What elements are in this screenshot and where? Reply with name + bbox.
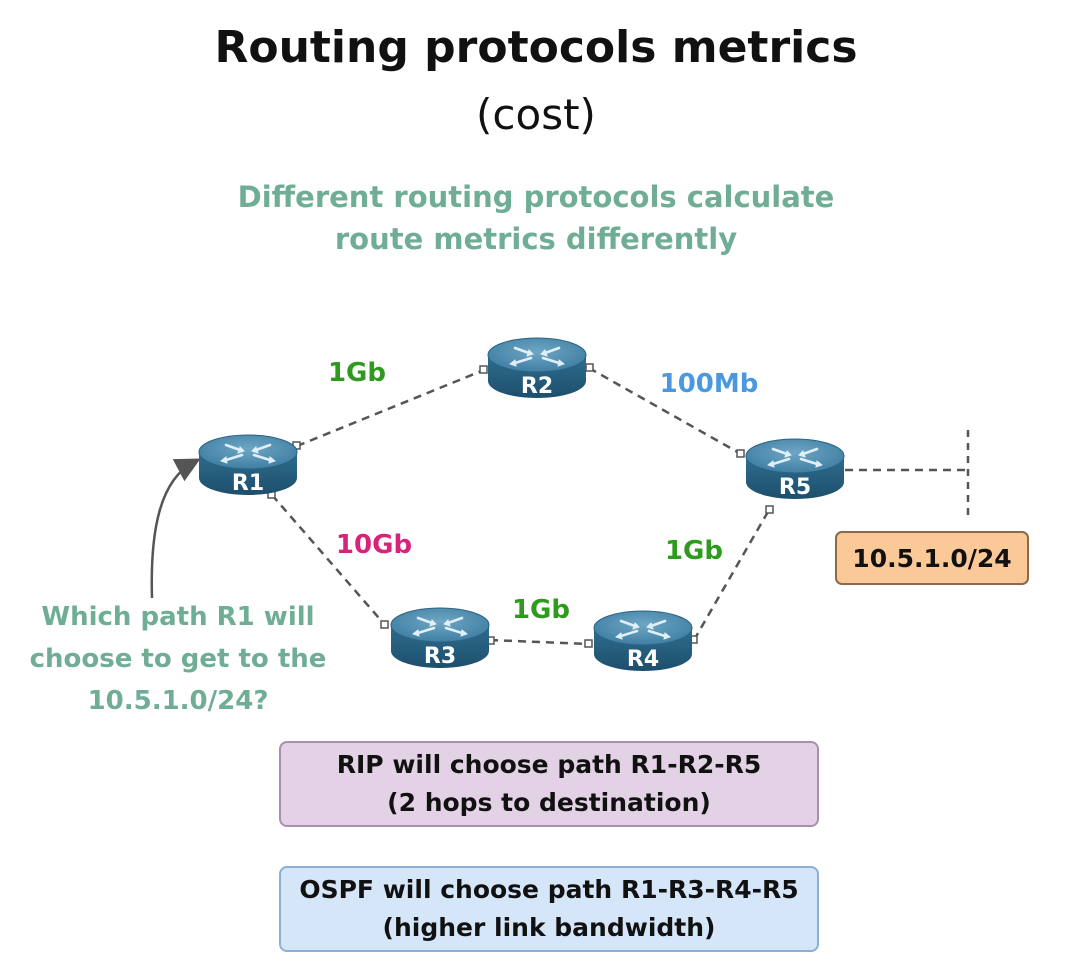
link-label-r1-r3: 10Gb <box>336 530 412 560</box>
page-subtitle: (cost) <box>476 90 596 139</box>
question-arrow <box>150 458 201 599</box>
link-label-r2-r5: 100Mb <box>660 369 759 399</box>
link-r2-r5 <box>588 366 742 456</box>
intro-line-2: route metrics differently <box>334 222 738 256</box>
ospf-line-2: (higher link bandwidth) <box>382 913 716 942</box>
interface-ports <box>267 363 774 648</box>
router-r4-label: R4 <box>627 647 659 672</box>
page-title: Routing protocols metrics <box>214 22 858 73</box>
router-r5-label: R5 <box>779 475 811 500</box>
link-r1-r3 <box>271 494 386 626</box>
rip-answer-box: RIP will choose path R1-R2-R5 (2 hops to… <box>279 741 819 827</box>
link-label-r3-r4: 1Gb <box>512 595 570 625</box>
link-r1-r2 <box>296 368 485 448</box>
ospf-line-1: OSPF will choose path R1-R3-R4-R5 <box>299 875 799 904</box>
intro-text: Different routing protocols calculate ro… <box>0 176 1072 260</box>
router-r3-label: R3 <box>424 644 456 669</box>
router-r3[interactable]: R3 <box>389 606 491 670</box>
router-r5[interactable]: R5 <box>744 437 846 501</box>
link-r4-r5 <box>692 509 771 641</box>
router-r2-label: R2 <box>521 374 553 399</box>
link-label-r4-r5: 1Gb <box>665 536 723 566</box>
question-line-1: Which path R1 will <box>41 602 315 632</box>
router-r1[interactable]: R1 <box>197 433 299 497</box>
link-r3-r4 <box>489 638 590 646</box>
ospf-answer-box: OSPF will choose path R1-R3-R4-R5 (highe… <box>279 866 819 952</box>
question-text: Which path R1 will choose to get to the … <box>18 596 338 722</box>
rip-line-1: RIP will choose path R1-R2-R5 <box>336 750 762 779</box>
intro-line-1: Different routing protocols calculate <box>237 180 835 214</box>
destination-network-box: 10.5.1.0/24 <box>835 531 1029 585</box>
question-line-3: 10.5.1.0/24? <box>87 686 269 716</box>
link-label-r1-r2: 1Gb <box>328 358 386 388</box>
router-r4[interactable]: R4 <box>592 609 694 673</box>
router-r2[interactable]: R2 <box>486 336 588 400</box>
question-line-2: choose to get to the <box>29 644 327 674</box>
rip-line-2: (2 hops to destination) <box>387 788 711 817</box>
router-r1-label: R1 <box>232 471 264 496</box>
